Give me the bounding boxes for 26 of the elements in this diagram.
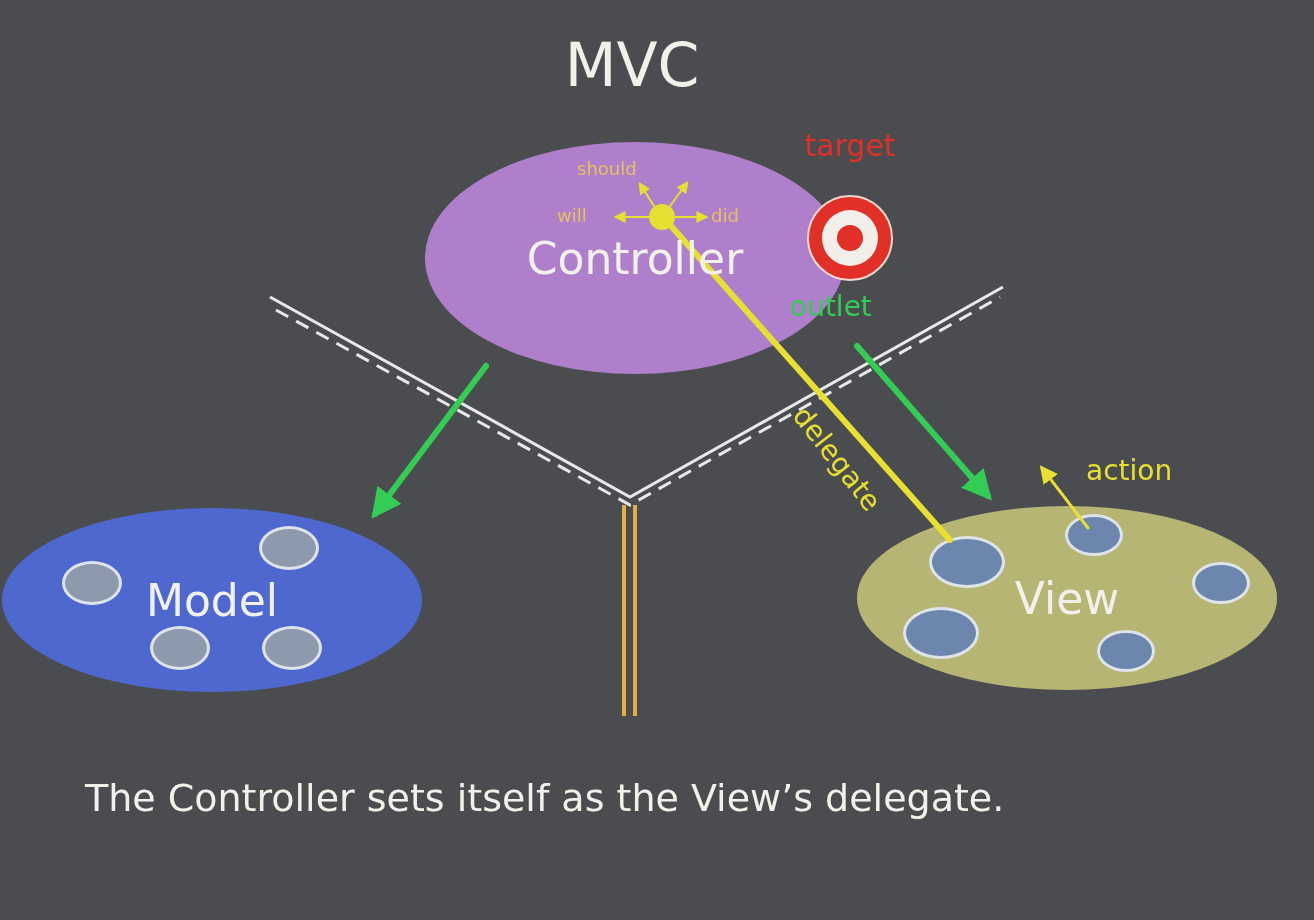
edge-label: should	[577, 158, 637, 179]
small-circle	[1192, 562, 1250, 604]
caption: The Controller sets itself as the View’s delegate.	[85, 776, 1005, 820]
node-label: View	[1014, 572, 1120, 624]
small-circle	[62, 561, 122, 605]
target-label: target	[804, 128, 896, 163]
dot-node	[649, 204, 675, 230]
arrow	[669, 181, 689, 207]
small-circle	[262, 626, 322, 670]
edge-label: did	[711, 205, 739, 226]
small-circle	[1097, 630, 1155, 672]
small-circle	[259, 526, 319, 570]
node-label: Model	[145, 574, 279, 626]
arrow	[674, 211, 709, 223]
small-circle	[150, 626, 210, 670]
connector-line	[668, 223, 953, 543]
title: MVC	[564, 30, 700, 100]
arrow	[613, 211, 650, 223]
small-circle	[903, 607, 979, 659]
small-circle	[1065, 514, 1123, 556]
arrow	[1039, 465, 1090, 530]
arrow	[371, 363, 489, 519]
edge-label: action	[1086, 454, 1173, 487]
arrow	[638, 182, 655, 207]
edge-label: will	[557, 205, 587, 226]
arrow	[854, 343, 992, 501]
